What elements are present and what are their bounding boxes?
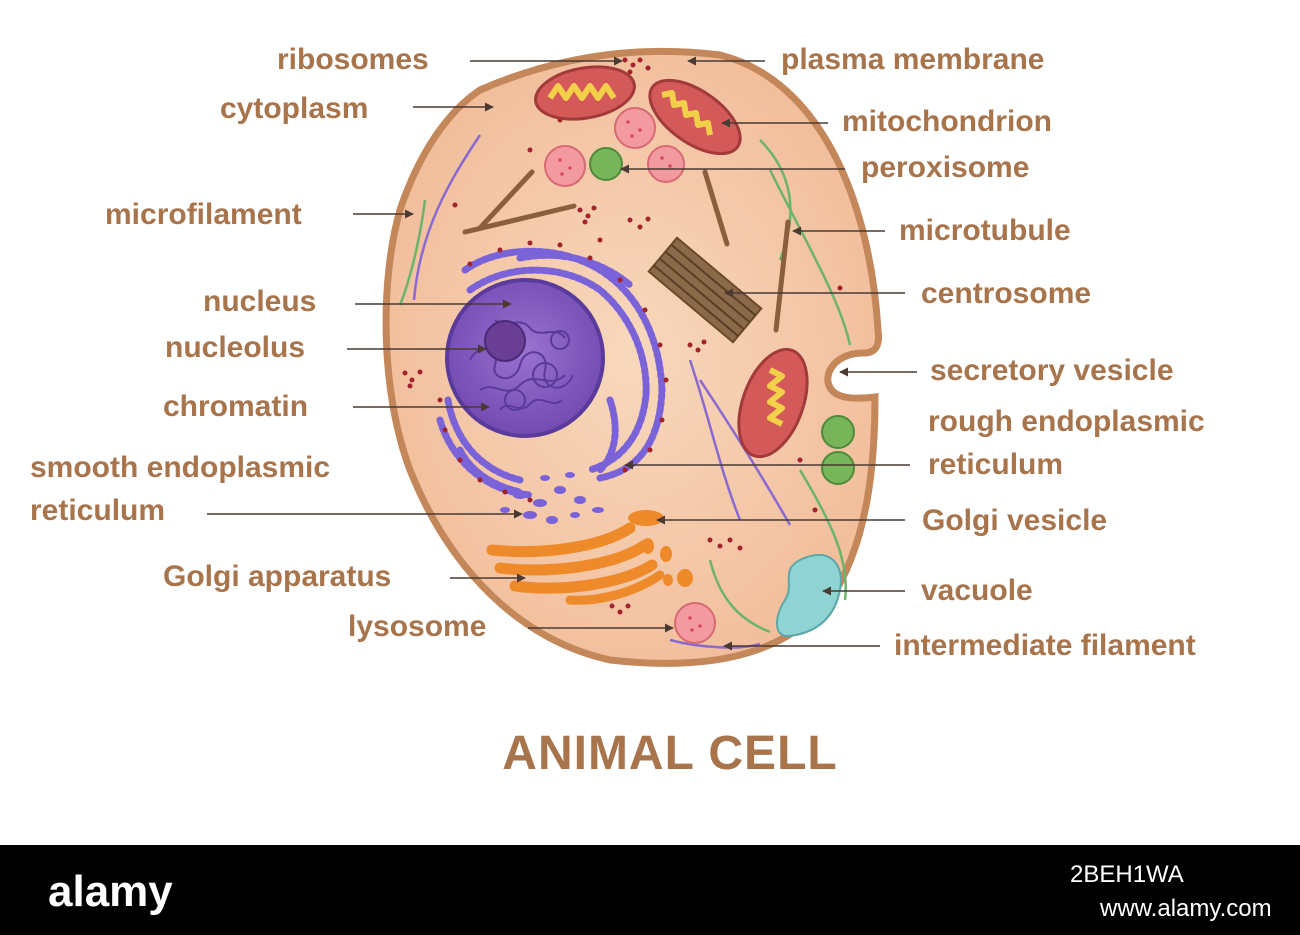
label-nucleolus: nucleolus [165, 331, 306, 364]
label-centrosome: centrosome [921, 277, 1092, 310]
vacuole-shape [776, 553, 842, 638]
lysosome-shapes [544, 107, 716, 644]
watermark-url: www.alamy.com [1100, 895, 1272, 922]
label-mitochondrion: mitochondrion [842, 105, 1052, 138]
cell-illustration [207, 47, 917, 667]
label-microtubule: microtubule [899, 214, 1071, 247]
golgi-vesicle-shapes [628, 510, 693, 587]
label-golgi-vesicle: Golgi vesicle [922, 504, 1108, 537]
label-lysosome: lysosome [348, 610, 487, 643]
watermark-footer: alamy 2BEH1WA www.alamy.com [0, 845, 1300, 935]
image-code: 2BEH1WA [1070, 861, 1184, 888]
golgi-apparatus-shape [486, 522, 665, 605]
peroxisome-shapes [589, 147, 855, 485]
label-microfilament: microfilament [105, 198, 302, 231]
mitochondrion-shape [534, 65, 809, 459]
label-smooth-er-line2: reticulum [30, 494, 166, 527]
microtubule-rods [462, 169, 791, 333]
centrosome-shape [647, 236, 763, 344]
nucleolus-shape [484, 320, 526, 362]
label-rough-er-line2: reticulum [928, 448, 1064, 481]
lysosome-dots [558, 120, 702, 632]
smooth-er-shape [500, 472, 604, 524]
label-nucleus: nucleus [203, 285, 317, 318]
label-intermediate-filament: intermediate filament [894, 629, 1196, 662]
label-smooth-er-line1: smooth endoplasmic [30, 451, 331, 484]
nucleus-shape [445, 278, 605, 438]
animal-cell-diagram: ribosomes cytoplasm microfilament nucleu… [30, 43, 1205, 780]
rough-er-ribosomes [437, 240, 669, 503]
label-ribosomes: ribosomes [277, 43, 429, 76]
label-peroxisome: peroxisome [861, 151, 1030, 184]
label-chromatin: chromatin [163, 390, 309, 423]
label-secretory-vesicle: secretory vesicle [930, 354, 1174, 387]
diagram-title: ANIMAL CELL [502, 727, 838, 780]
label-cytoplasm: cytoplasm [220, 92, 369, 125]
alamy-logo: alamy [48, 867, 173, 916]
leader-lines [207, 56, 917, 651]
label-golgi-apparatus: Golgi apparatus [163, 560, 392, 593]
label-rough-er-line1: rough endoplasmic [928, 405, 1205, 438]
ribosome-dots [402, 57, 843, 615]
label-vacuole: vacuole [921, 574, 1033, 607]
label-plasma-membrane: plasma membrane [781, 43, 1045, 76]
